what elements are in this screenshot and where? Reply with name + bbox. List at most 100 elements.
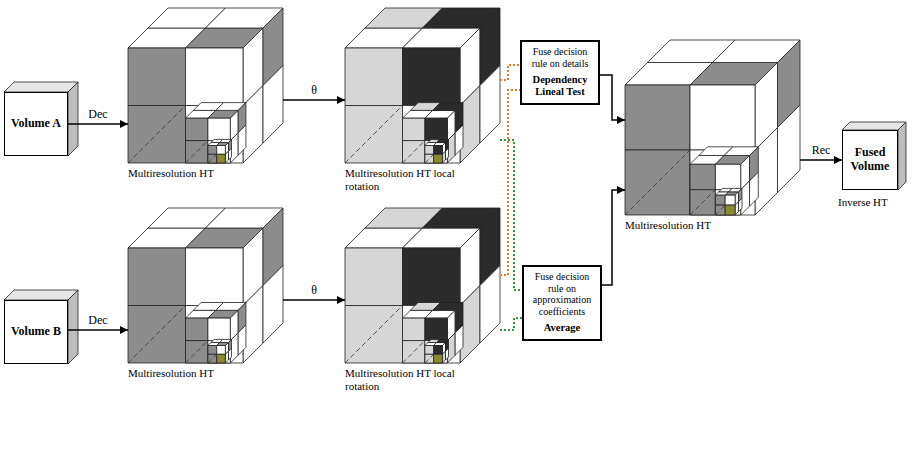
- node-text: Volume B: [11, 325, 61, 339]
- multiresolution-cube: Multiresolution HT: [625, 40, 800, 215]
- cube-diagonal: [208, 354, 217, 363]
- cube-front-face: [425, 354, 434, 363]
- cube-drawing: [128, 208, 283, 363]
- cube-front-face: [208, 318, 230, 341]
- cube-front-face: [425, 118, 448, 140]
- flow-arrow: [283, 299, 345, 301]
- cube-front-face: [690, 150, 755, 215]
- cube-drawing: [625, 40, 800, 215]
- cube-front-face: [208, 341, 230, 363]
- cube-diagonal: [625, 150, 690, 215]
- fusion-rule-box: Fuse decision rule on detailsDependency …: [520, 40, 600, 105]
- volume-side-face: [898, 122, 906, 190]
- cube-front-face: [217, 354, 226, 363]
- cube-front-face: [403, 48, 461, 106]
- edge-label: Dec: [87, 108, 108, 121]
- multiresolution-cube: Multiresolution HT: [128, 208, 283, 363]
- volume-drawing: [4, 82, 78, 156]
- flow-arrow: [68, 123, 128, 125]
- volume-box: Volume A: [4, 92, 68, 156]
- cube-side-face: [263, 266, 283, 344]
- cube-diagonal: [128, 106, 186, 164]
- flow-arrow: [800, 159, 842, 161]
- cube-side-face: [480, 266, 500, 344]
- cube-front-face: [403, 118, 425, 140]
- cube-side-face: [442, 151, 445, 163]
- cube-front-face: [186, 318, 208, 341]
- cube-side-face: [446, 348, 449, 360]
- edge-label: θ: [310, 84, 318, 97]
- cube-side-face: [735, 202, 738, 215]
- cube-front-face: [208, 146, 217, 155]
- cube-front-face: [345, 48, 403, 106]
- cube-caption: Multiresolution HT: [625, 219, 775, 232]
- cube-side-face: [480, 66, 500, 144]
- cube-front-face: [128, 106, 186, 164]
- cube-front-face: [434, 346, 443, 355]
- node-text: Volume A: [11, 117, 61, 131]
- cube-diagonal: [690, 190, 715, 215]
- cube-drawing: [128, 8, 283, 163]
- volume-side-face: [68, 82, 78, 156]
- volume-drawing: [842, 122, 906, 190]
- node-text: Fuse decision rule on approximation coef…: [527, 271, 597, 317]
- cube-diagonal: [425, 354, 434, 363]
- cube-front-face: [403, 306, 461, 364]
- cube-side-face: [446, 148, 449, 160]
- multiresolution-cube: Multiresolution HT local rotation: [345, 8, 500, 163]
- multiresolution-cube: Multiresolution HT: [128, 8, 283, 163]
- cube-front-face: [208, 354, 217, 363]
- cube-drawing: [345, 208, 500, 363]
- cube-diagonal: [186, 141, 208, 163]
- cube-front-face: [425, 146, 434, 155]
- multiresolution-cube: Multiresolution HT local rotation: [345, 208, 500, 363]
- step-label: Inverse HT: [838, 196, 888, 208]
- cube-front-face: [208, 346, 217, 355]
- cube-front-face: [217, 146, 226, 155]
- volume-top-face: [4, 82, 78, 92]
- cube-side-face: [455, 325, 463, 355]
- volume-box: Fused Volume: [842, 130, 898, 190]
- dotted-link: [500, 318, 522, 330]
- cube-front-face: [186, 141, 208, 163]
- cube-front-face: [690, 190, 715, 215]
- cube-front-face: [403, 106, 461, 164]
- cube-caption: Multiresolution HT local rotation: [345, 367, 475, 393]
- cube-front-face: [345, 248, 403, 306]
- volume-top-face: [842, 122, 906, 130]
- cube-caption: Multiresolution HT: [128, 167, 278, 180]
- cube-drawing: [345, 8, 500, 163]
- cube-front-face: [625, 150, 690, 215]
- cube-front-face: [425, 346, 434, 355]
- cube-side-face: [225, 151, 228, 163]
- cube-front-face: [208, 154, 217, 163]
- cube-diagonal: [186, 341, 208, 363]
- cube-front-face: [403, 318, 425, 341]
- cube-front-face: [186, 118, 208, 140]
- cube-side-face: [238, 325, 246, 355]
- cube-diagonal: [403, 341, 425, 363]
- cube-side-face: [225, 351, 228, 363]
- flow-arrow: [68, 329, 128, 331]
- cube-caption: Multiresolution HT: [128, 367, 278, 380]
- cube-front-face: [425, 154, 434, 163]
- cube-front-face: [186, 48, 244, 106]
- cube-front-face: [425, 341, 448, 363]
- flow-arrow: [600, 75, 625, 120]
- cube-front-face: [725, 195, 735, 205]
- cube-side-face: [778, 105, 801, 193]
- dotted-link: [500, 140, 522, 290]
- cube-front-face: [690, 85, 755, 150]
- cube-diagonal: [128, 306, 186, 364]
- cube-front-face: [434, 354, 443, 363]
- cube-diagonal: [208, 154, 217, 163]
- cube-side-face: [442, 351, 445, 363]
- flow-arrow: [283, 99, 345, 101]
- cube-front-face: [725, 205, 735, 215]
- edge-label: Dec: [87, 314, 108, 327]
- flow-arrow: [602, 190, 625, 285]
- edge-label: θ: [310, 284, 318, 297]
